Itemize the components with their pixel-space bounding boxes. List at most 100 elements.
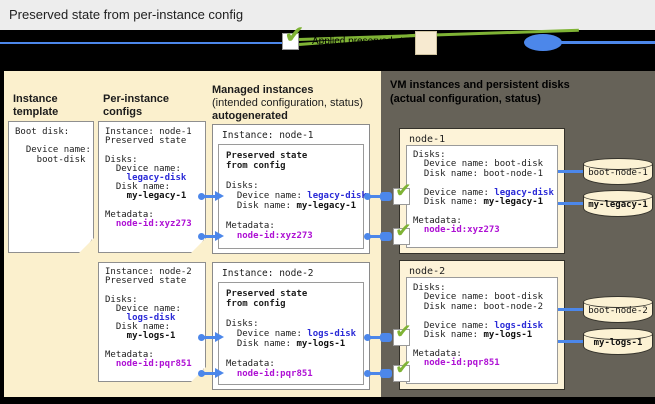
per-instance-configs-heading: Per-instance configs [103,93,170,118]
disk-label: my-legacy-1 [588,200,648,210]
connector-vm1-boot-disk [558,170,583,173]
connector-arrow-icon [215,332,224,342]
managed1-disks-label: Disks: [226,181,259,191]
disk-label: my-logs-1 [593,338,643,348]
vm2-name: node-2 [409,266,446,277]
vm1-state-disk-line: Disk name: my-legacy-1 [413,197,544,208]
vm2-metadata-state-checkbox: ✔ [393,357,412,382]
managed1-ps1: Preserved state [226,151,308,161]
config-doc-node-1: Instance: node-1 Preserved state Disks: … [98,121,206,253]
vm-box-node-1: node-1 Disks: Device name: boot-disk Dis… [399,128,565,254]
vm1-state-device-value: legacy-disk [494,187,554,198]
managed2-disks-label: Disks: [226,319,259,329]
vm1-name: node-1 [409,134,446,145]
vm2-boot-disk-line: Disk name: boot-node-2 [413,301,544,312]
connector-line [368,336,383,339]
check-icon: ✔ [395,355,412,379]
config1-preserved: Preserved state [105,136,187,147]
connector-arrow-icon [215,368,224,378]
connector-vm2-boot-disk [558,308,583,311]
config1-disk-label: Disk name: [105,182,171,193]
check-icon: ✔ [395,178,412,202]
managed2-device-line: Device name: logs-disk [226,329,357,339]
config1-device-value: legacy-disk [105,173,187,184]
connector-line [368,372,383,375]
managed2-ps2: from config [226,299,286,309]
connector-dot [198,192,205,200]
config2-meta-value: node-id:pqr851 [105,359,192,370]
disk-label: boot-node-1 [588,168,648,178]
instance-template-heading: Instance template [13,93,59,118]
instance-template-doc: Boot disk: Device name: boot-disk [8,121,94,253]
vm1-state-disk-value: my-legacy-1 [483,197,544,208]
vm2-disk-state-checkbox: ✔ [393,321,412,346]
connector-line [202,195,216,198]
config2-preserved: Preserved state [105,276,187,287]
managed1-disk-line: Disk name: my-legacy-1 [226,201,357,211]
managed2-ps1: Preserved state [226,289,308,299]
managed-heading-line3: autogenerated [212,110,288,122]
connector-stub [380,368,392,378]
connector-stub [380,191,392,201]
connector-line [202,235,216,238]
managed1-preserved-state-box: Preserved state from config Disks: Devic… [218,144,367,249]
connector-vm1-legacy-disk [558,202,583,205]
vm2-state-device-line: Device name: logs-disk [413,320,544,331]
managed-heading-line2: (intended configuration, status) [212,97,364,109]
legend-checkbox: ✔ [282,22,305,50]
template-boot-disk-label: Boot disk: [15,127,70,137]
template-device-label: Device name: [15,145,91,156]
connector-line [202,372,216,375]
disk-cylinder-my-logs-1: my-logs-1 [583,328,653,356]
managed2-preserved-state-box: Preserved state from config Disks: Devic… [218,282,364,385]
config2-instance: Instance: node-2 [105,267,192,277]
vm2-boot-disk-value: boot-node-2 [483,301,544,312]
config1-instance: Instance: node-1 [105,127,192,137]
legend-applied-label: Applied preserved state [312,36,418,47]
managed1-disk-value: my-legacy-1 [296,201,357,211]
connector-dot [198,369,205,377]
vm-heading-line2: (actual configuration, status) [390,93,541,105]
legend-blue-line-left [0,41,282,44]
vm-heading-line1: VM instances and persistent disks [390,79,570,91]
connector-line [368,235,383,238]
legend-disk-label: Persistent disk [570,48,636,59]
config1-meta-label: Metadata: [105,209,154,220]
vm1-detail-box: Disks: Device name: boot-disk Disk name:… [406,145,558,248]
config2-device-label: Device name: [105,303,181,314]
disk-cylinder-my-legacy-1: my-legacy-1 [583,190,653,218]
config2-disk-label: Disk name: [105,322,171,333]
vm2-state-device-value: logs-disk [494,320,544,331]
disk-cylinder-boot-node-2: boot-node-2 [583,296,653,324]
title-bar: Preserved state from per-instance config [0,0,655,30]
config-doc-node-2: Instance: node-2 Preserved state Disks: … [98,262,206,382]
config1-disks-label: Disks: [105,154,138,165]
vm1-boot-disk-value: boot-node-1 [483,168,544,179]
vm1-disks-label: Disks: [413,150,446,160]
vm1-meta-label: Metadata: [413,215,462,226]
vm1-disk-state-checkbox: ✔ [393,180,412,205]
connector-dot [364,232,371,240]
managed2-device-value: logs-disk [307,329,357,339]
legend-mig-label: Managed instance group [447,38,558,49]
vm1-boot-device-line: Device name: boot-disk [413,159,544,170]
connector-dot [364,369,371,377]
managed1-meta-label: Metadata: [226,221,275,231]
config1-device-label: Device name: [105,163,181,174]
connector-stub [380,332,392,342]
config2-meta-label: Metadata: [105,349,154,360]
vm2-meta-label: Metadata: [413,348,462,359]
vm1-boot-disk-line: Disk name: boot-node-1 [413,168,544,179]
connector-dot [364,333,371,341]
vm1-boot-device-value: boot-disk [494,159,544,170]
config2-disks-label: Disks: [105,294,138,305]
legend-mig-swatch [415,31,437,55]
vm2-detail-box: Disks: Device name: boot-disk Disk name:… [406,277,558,384]
managed1-meta-value: node-id:xyz273 [226,231,313,241]
managed1-title: Instance: node-1 [222,130,314,141]
vm2-disks-label: Disks: [413,283,446,293]
vm-box-node-2: node-2 Disks: Device name: boot-disk Dis… [399,260,565,390]
connector-dot [364,192,371,200]
legend-band: ✔ Applied preserved state Managed instan… [0,22,655,71]
